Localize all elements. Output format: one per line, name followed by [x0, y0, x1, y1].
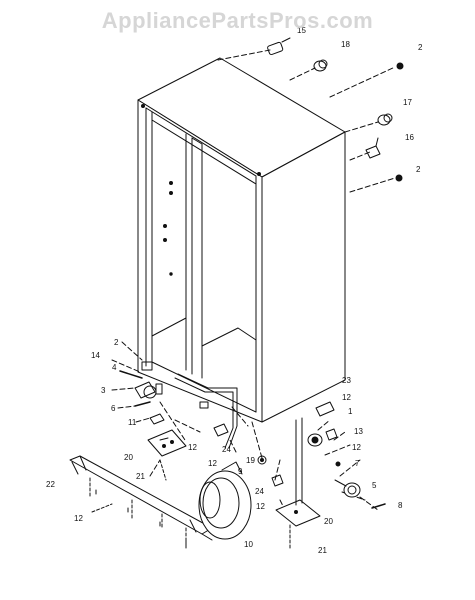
callout-12-e: 12 [342, 393, 351, 402]
callout-21-b: 21 [318, 546, 327, 555]
callout-20-b: 20 [324, 517, 333, 526]
leader-line [329, 66, 396, 98]
center-mullion-3 [191, 137, 203, 379]
callout-12-d: 12 [256, 502, 265, 511]
screw-4 [119, 370, 143, 379]
plug-2 [396, 62, 404, 70]
leader-line [344, 121, 379, 133]
callout-12-c: 12 [74, 514, 83, 523]
callout-12-f: 12 [352, 443, 361, 452]
compartment-floor-2 [201, 327, 257, 347]
hinge-bracket-2 [141, 361, 153, 371]
bracket-13 [325, 428, 338, 441]
callout-17: 17 [403, 98, 412, 107]
callout-23: 23 [342, 376, 351, 385]
hinge-screw-15 [267, 37, 291, 56]
lower-left-hardware [119, 361, 238, 449]
callout-22: 22 [46, 480, 55, 489]
floor-bracket-20-right [275, 417, 321, 527]
callout-3: 3 [101, 386, 106, 395]
callout-2-lower: 2 [416, 165, 421, 174]
callout-9: 9 [238, 467, 243, 476]
leader-line [349, 177, 396, 193]
callout-19: 19 [246, 456, 255, 465]
mount-hole [163, 224, 167, 228]
callout-20: 20 [124, 453, 133, 462]
watermark: AppliancePartsPros.com [101, 8, 374, 33]
cabinet-bottom-front [151, 361, 257, 413]
plug-2-lower [395, 174, 403, 182]
mount-hole [169, 191, 173, 195]
clip-24-right [271, 474, 284, 487]
leader-line [349, 151, 371, 161]
callout-24-b: 24 [255, 487, 264, 496]
callout-11: 11 [128, 418, 137, 427]
cabinet-liner-top-2 [151, 119, 257, 185]
callout-6: 6 [111, 404, 116, 413]
leveler-5 [334, 479, 361, 498]
bushing-17 [377, 113, 393, 126]
mount-hole [141, 104, 145, 108]
roller-1-hub [311, 436, 319, 444]
callout-7: 7 [355, 459, 360, 468]
roller-19 [257, 455, 267, 465]
callout-labels: 15 18 2 17 16 2 2 14 4 3 6 11 20 12 24 1… [46, 26, 423, 555]
callout-5: 5 [372, 481, 377, 490]
callout-2: 2 [418, 43, 423, 52]
hinge-bracket-16 [365, 137, 381, 159]
screw-7 [335, 461, 341, 467]
cabinet-left-side [137, 99, 263, 423]
callout-13: 13 [354, 427, 363, 436]
callout-2-hinge: 2 [114, 338, 119, 347]
mount-hole [257, 172, 261, 176]
callout-1: 1 [348, 407, 353, 416]
floor-bracket-20-left [147, 429, 187, 457]
callout-14: 14 [91, 351, 100, 360]
callout-18: 18 [341, 40, 350, 49]
lower-right-hardware [257, 401, 386, 509]
callout-16: 16 [405, 133, 414, 142]
bracket-23 [315, 401, 335, 417]
cabinet-liner-top [145, 107, 257, 177]
leveler-screw [199, 401, 209, 409]
callout-24: 24 [222, 445, 231, 454]
mount-hole [163, 238, 167, 242]
bracket-11 [149, 413, 165, 425]
leader-line [289, 67, 316, 81]
callout-12-b: 12 [208, 459, 217, 468]
screw-6 [134, 401, 151, 407]
compartment-floor [151, 317, 187, 337]
clip-24 [213, 423, 229, 437]
cabinet-body [137, 57, 346, 423]
hinge-3 [134, 381, 163, 399]
drain-tube-9b [177, 373, 238, 449]
callout-12: 12 [188, 443, 197, 452]
callout-8: 8 [398, 501, 403, 510]
kickplate-22 [69, 455, 213, 549]
bushing-18 [313, 59, 328, 72]
mount-hole [169, 272, 173, 276]
top-hinge-parts [217, 49, 396, 193]
top-hinge-hardware [267, 37, 404, 182]
callout-4: 4 [112, 363, 117, 372]
fan-ring-10 [198, 461, 252, 540]
cabinet-back [261, 131, 346, 423]
screw-8 [371, 503, 386, 509]
mount-hole [169, 181, 173, 185]
lower-leaders [111, 341, 379, 511]
screws-21 [159, 459, 291, 549]
callout-10: 10 [244, 540, 253, 549]
callout-21: 21 [136, 472, 145, 481]
kickplate-screws [89, 477, 187, 547]
drain-tube-9 [174, 377, 234, 449]
callout-15: 15 [297, 26, 306, 35]
leader-line [217, 49, 271, 61]
